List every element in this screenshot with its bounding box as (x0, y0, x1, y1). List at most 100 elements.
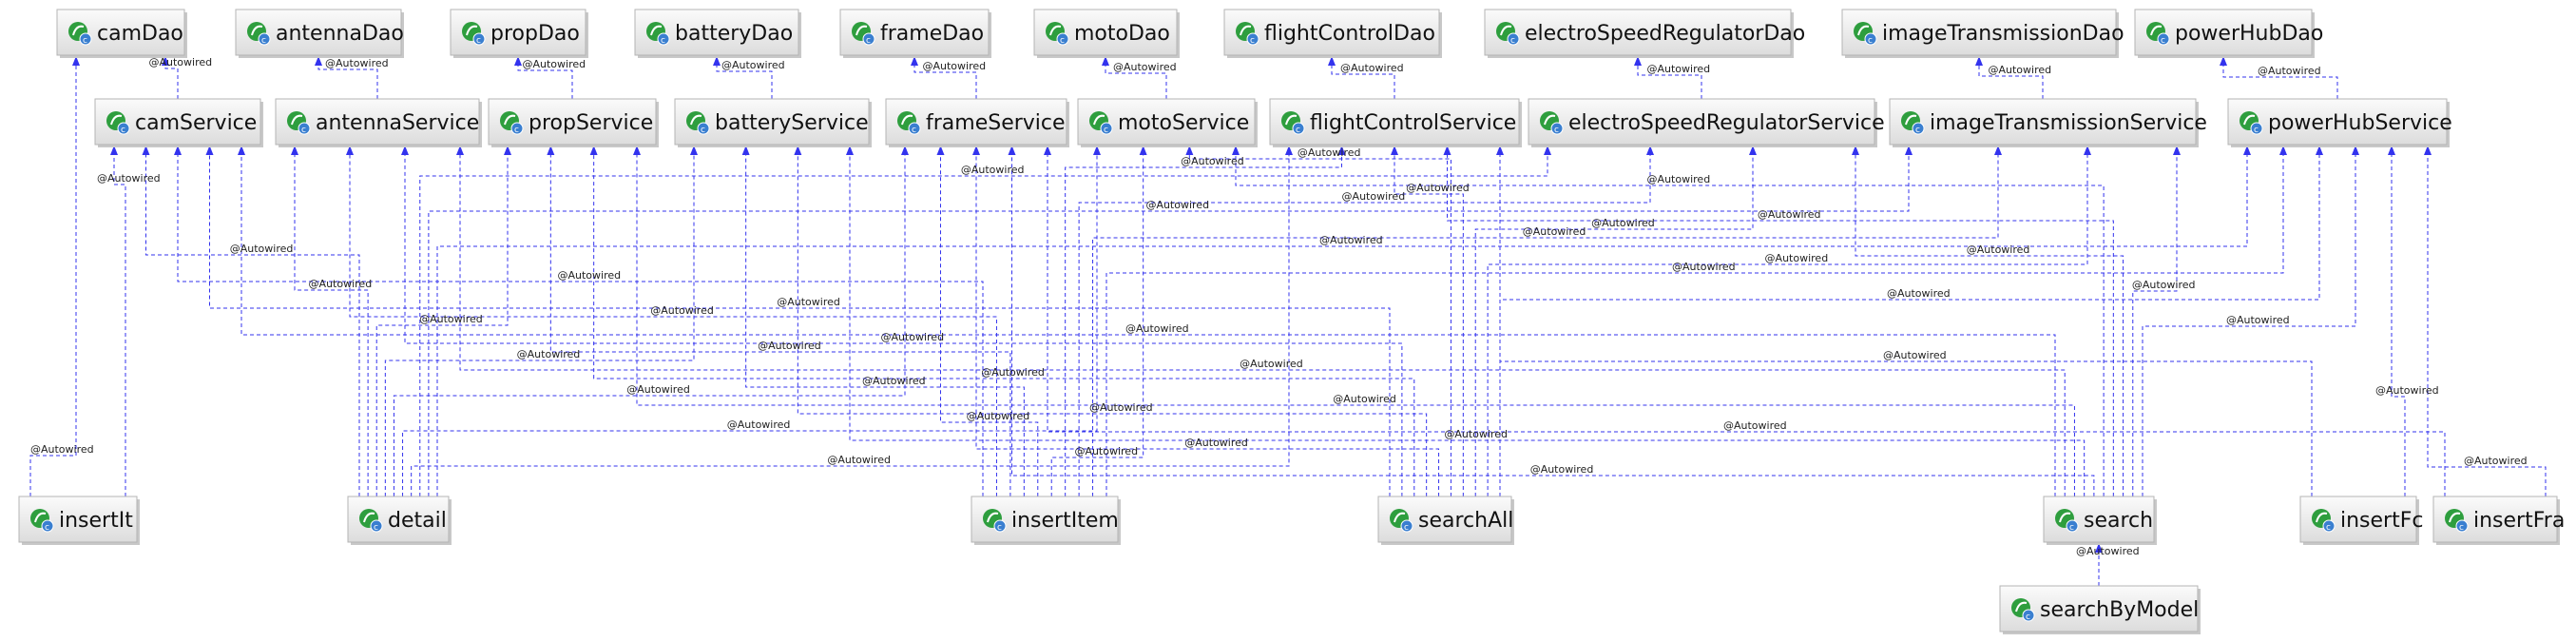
edge-insertFra-to-frameService (1044, 146, 2446, 496)
node-label: flightControlDao (1264, 22, 1435, 46)
edge-label: @Autowired (1298, 146, 1361, 159)
edge-detail-to-powerHubService (436, 146, 2251, 496)
edge-search-to-antennaService (456, 146, 2066, 496)
svg-text:c: c (1510, 36, 1515, 46)
node-label: antennaDao (276, 22, 404, 46)
edge-label: @Autowired (981, 366, 1045, 379)
node-label: powerHubService (2268, 111, 2452, 135)
edge-insertItem-to-antennaService (346, 146, 997, 496)
edge-label: @Autowired (721, 59, 785, 71)
node-label: electroSpeedRegulatorDao (1525, 22, 1805, 46)
edge-label: @Autowired (1647, 63, 1711, 75)
svg-text:c: c (1554, 126, 1559, 135)
edge-label: @Autowired (1672, 261, 1736, 273)
svg-text:c: c (1104, 126, 1108, 135)
edge-searchAll-to-imageTransmissionService (1487, 146, 2091, 496)
edge-label: @Autowired (2226, 314, 2290, 326)
spring-bean-icon: c (1901, 111, 1925, 135)
spring-bean-icon: c (247, 22, 271, 46)
edge-electroSpeedRegulatorService-to-electroSpeedRegulatorDao (1634, 56, 1702, 99)
edge-insertItem-to-camService (174, 146, 984, 496)
edge-label: @Autowired (325, 57, 389, 69)
edge-label: @Autowired (558, 269, 622, 282)
edge-searchAll-to-batteryService (794, 146, 1428, 496)
node-box (674, 98, 870, 146)
spring-bean-icon: c (2312, 509, 2336, 533)
spring-bean-icon: c (2011, 598, 2035, 622)
edge-insertIt-to-camDao (29, 56, 80, 496)
edge-label: @Autowired (1444, 428, 1508, 440)
edge-label: @Autowired (862, 375, 926, 387)
svg-text:c: c (45, 523, 49, 533)
edge-insertItem-to-powerHubService (1105, 146, 2287, 496)
node-box (2227, 98, 2448, 146)
edge-detail-to-batteryService (384, 146, 698, 496)
edge-label: @Autowired (1883, 349, 1947, 361)
node-electroSpeedRegulatorDao[interactable]: c electroSpeedRegulatorDao (1484, 9, 1805, 58)
edge-label: @Autowired (230, 243, 294, 255)
spring-bean-icon: c (359, 509, 383, 533)
edge-search-to-motoService (1232, 146, 2105, 496)
node-label: flightControlService (1310, 111, 1516, 135)
svg-text:c: c (514, 126, 519, 135)
edge-search-to-frameService (1008, 146, 2095, 496)
edge-detail-to-motoService (402, 146, 1101, 496)
svg-text:c: c (2161, 36, 2165, 46)
edge-label: @Autowired (1074, 445, 1138, 457)
node-box (1484, 9, 1792, 56)
edge-label: @Autowired (2464, 455, 2528, 467)
edge-label: @Autowired (2258, 65, 2321, 77)
edge-label: @Autowired (1523, 225, 1586, 238)
node-label: antennaService (316, 111, 479, 135)
edge-label: @Autowired (97, 172, 161, 185)
node-label: insertFc (2340, 509, 2423, 533)
edge-batteryService-to-batteryDao (713, 56, 773, 99)
edge-label: @Autowired (626, 383, 690, 396)
edge-label: @Autowired (1125, 322, 1189, 335)
node-label: imageTransmissionService (1930, 111, 2207, 135)
edge-frameService-to-frameDao (911, 56, 977, 99)
edge-insertItem-to-flightControlService (1065, 146, 1346, 496)
edge-search-to-camService (238, 146, 2056, 496)
edge-detail-to-frameService (393, 146, 909, 496)
svg-text:c: c (1060, 36, 1065, 46)
edge-label: @Autowired (1967, 243, 2030, 256)
edge-detail-to-flightControlService (411, 146, 1293, 496)
edge-label: @Autowired (1319, 234, 1383, 246)
edge-label: @Autowired (1723, 419, 1787, 432)
spring-bean-icon: c (686, 111, 710, 135)
edge-label: @Autowired (1145, 199, 1209, 211)
edge-searchAll-to-motoService (1185, 146, 1451, 496)
edge-search-to-imageTransmissionService (2132, 146, 2181, 496)
spring-bean-icon: c (897, 111, 921, 135)
edge-label: @Autowired (1530, 463, 1594, 476)
edge-insertFc-to-powerHubService (2388, 146, 2406, 496)
